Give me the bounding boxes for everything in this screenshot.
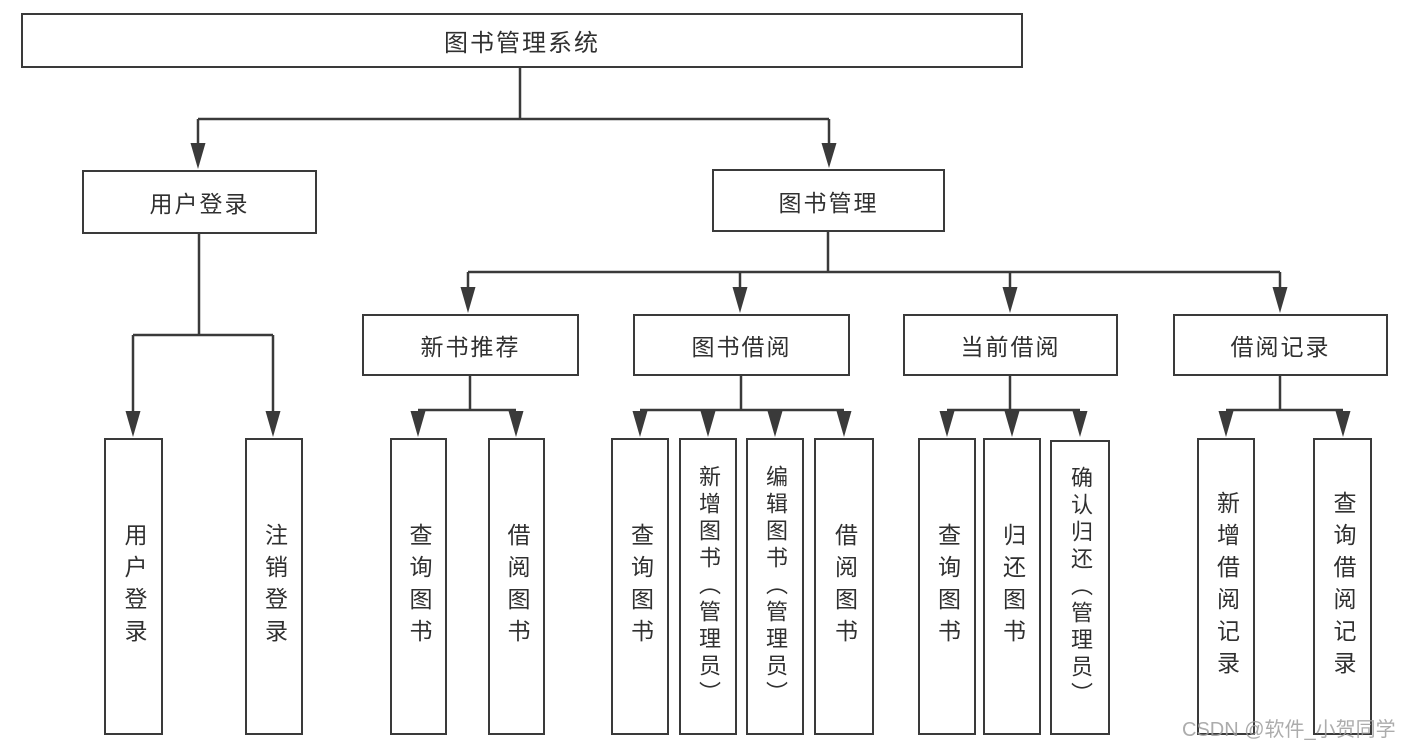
leaf-query-books-recommend-label: 查询图书 xyxy=(406,522,432,651)
leaf-confirm-return-admin-label: 确认归还（管理员） xyxy=(1068,466,1093,709)
leaf-user-login: 用户登录 xyxy=(104,438,163,735)
node-borrow-records-label: 借阅记录 xyxy=(1230,334,1331,360)
node-user-login-label: 用户登录 xyxy=(149,191,250,217)
connector-paths xyxy=(131,68,1343,412)
leaf-borrow-books-recommend-label: 借阅图书 xyxy=(504,522,530,651)
leaf-edit-books-admin-label: 编辑图书（管理员） xyxy=(763,465,788,708)
leaf-add-borrow-record: 新增借阅记录 xyxy=(1197,438,1255,735)
leaf-query-books-current: 查询图书 xyxy=(918,438,976,735)
node-root: 图书管理系统 xyxy=(21,13,1023,68)
csdn-watermark: CSDN @软件_小贺同学 xyxy=(1182,719,1396,741)
leaf-logout-label: 注销登录 xyxy=(261,522,288,651)
node-book-management-label: 图书管理 xyxy=(778,189,879,216)
leaf-edit-books-admin: 编辑图书（管理员） xyxy=(746,438,804,735)
leaf-add-borrow-record-label: 新增借阅记录 xyxy=(1213,490,1240,683)
leaf-confirm-return-admin: 确认归还（管理员） xyxy=(1050,440,1110,735)
leaf-add-books-admin-label: 新增图书（管理员） xyxy=(696,465,721,708)
leaf-borrow-books-label: 借阅图书 xyxy=(831,522,858,651)
node-new-book-recommend-label: 新书推荐 xyxy=(420,334,521,360)
node-user-login: 用户登录 xyxy=(82,170,317,234)
leaf-user-login-label: 用户登录 xyxy=(121,522,147,651)
leaf-return-books-label: 归还图书 xyxy=(999,522,1026,651)
node-book-borrow-label: 图书借阅 xyxy=(691,334,792,360)
leaf-query-books-borrow-label: 查询图书 xyxy=(627,522,654,651)
node-current-borrow-label: 当前借阅 xyxy=(960,334,1061,360)
leaf-query-books-recommend: 查询图书 xyxy=(390,438,447,735)
leaf-query-books-borrow: 查询图书 xyxy=(611,438,669,735)
leaf-query-borrow-record: 查询借阅记录 xyxy=(1313,438,1372,735)
node-new-book-recommend: 新书推荐 xyxy=(362,314,579,376)
leaf-query-books-current-label: 查询图书 xyxy=(934,522,961,651)
node-book-borrow: 图书借阅 xyxy=(633,314,850,376)
leaf-query-borrow-record-label: 查询借阅记录 xyxy=(1330,490,1356,683)
leaf-add-books-admin: 新增图书（管理员） xyxy=(679,438,737,735)
leaf-logout: 注销登录 xyxy=(245,438,303,735)
arrowheads xyxy=(125,143,1351,437)
node-book-management: 图书管理 xyxy=(712,169,945,232)
leaf-return-books: 归还图书 xyxy=(983,438,1041,735)
node-current-borrow: 当前借阅 xyxy=(903,314,1118,376)
node-root-label: 图书管理系统 xyxy=(444,30,600,57)
leaf-borrow-books-recommend: 借阅图书 xyxy=(488,438,545,735)
node-borrow-records: 借阅记录 xyxy=(1173,314,1388,376)
leaf-borrow-books: 借阅图书 xyxy=(814,438,874,735)
